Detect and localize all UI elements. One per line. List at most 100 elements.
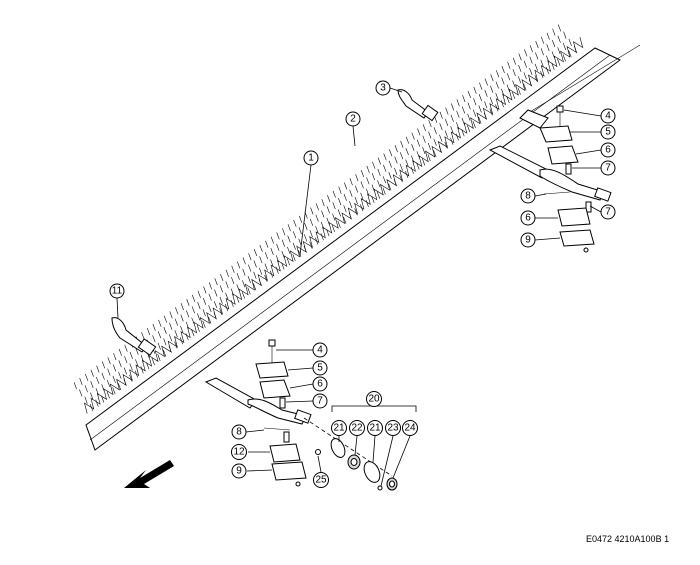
conveyor-tooth [298, 249, 302, 258]
conveyor-tooth [461, 117, 465, 125]
conveyor-tooth [259, 256, 263, 264]
callout-21b: 21 [367, 420, 383, 436]
bolt-8b [263, 427, 291, 431]
callout-label: 24 [404, 423, 416, 434]
conveyor-tooth [276, 243, 280, 251]
conveyor-tooth [416, 139, 421, 147]
conveyor-tooth [309, 230, 313, 238]
conveyor-tooth [84, 385, 88, 393]
conveyor-tooth [495, 81, 499, 89]
callout-label: 2 [350, 114, 356, 125]
conveyor-tooth [101, 361, 106, 369]
conveyor-tooth [355, 174, 359, 182]
conveyor-tooth [96, 376, 100, 384]
conveyor-tooth [366, 177, 370, 185]
conveyor-tooth [259, 244, 263, 252]
conveyor-tooth [214, 278, 218, 286]
conveyor-tooth [247, 275, 251, 284]
conveyor-tooth [315, 226, 319, 234]
conveyor-tooth [344, 182, 348, 190]
conveyor-tooth [191, 306, 195, 314]
conveyor-tooth [445, 118, 449, 127]
callout-label: 23 [387, 423, 399, 434]
conveyor-tooth [186, 298, 190, 307]
conveyor-tooth [349, 201, 353, 209]
conveyor-tooth [140, 354, 144, 363]
conveyor-tooth [371, 195, 375, 203]
conveyor-tooth [90, 392, 94, 400]
conveyor-tooth [552, 28, 556, 36]
callout-label: 25 [315, 475, 327, 486]
conveyor-tooth [95, 388, 99, 396]
bearing-stack-lower-left [255, 339, 307, 487]
conveyor-tooth [439, 134, 443, 142]
block-6 [547, 145, 579, 165]
conveyor-tooth [517, 87, 521, 95]
callout-label: 4 [317, 345, 323, 356]
conveyor-tooth [512, 80, 516, 88]
conveyor-tooth [169, 322, 173, 330]
conveyor-tooth [242, 268, 246, 276]
callout-label: 1 [308, 153, 314, 164]
plate-5 [539, 125, 573, 143]
conveyor-tooth [265, 240, 269, 248]
conveyor-tooth [371, 173, 375, 181]
conveyor-tooth [366, 188, 370, 196]
conveyor-tooth [248, 264, 252, 272]
conveyor-tooth [303, 245, 307, 253]
nut-23 [377, 485, 383, 491]
conveyor-tooth [428, 131, 432, 139]
conveyor-tooth [304, 234, 308, 242]
conveyor-tooth [456, 99, 460, 107]
conveyor-tooth [185, 321, 189, 329]
conveyor-tooth [507, 73, 511, 81]
conveyor-tooth [152, 323, 156, 331]
conveyor-tooth [225, 269, 229, 277]
conveyor-tooth [298, 238, 302, 246]
conveyor-tooth [327, 194, 331, 203]
conveyor-tooth [79, 377, 83, 386]
conveyor-tooth [467, 90, 471, 99]
conveyor-tooth [422, 146, 426, 155]
conveyor-tooth [563, 31, 567, 39]
conveyor-tooth [309, 218, 314, 226]
callout-label: 11 [112, 286, 123, 297]
conveyor-tooth [264, 263, 268, 271]
conveyor-tooth [535, 52, 539, 60]
conveyor-tooth [264, 252, 268, 260]
callout-22: 22 [349, 420, 365, 436]
conveyor-tooth [540, 59, 544, 67]
conveyor-tooth [315, 214, 319, 222]
conveyor-tooth [456, 122, 460, 130]
conveyor-tooth [512, 91, 516, 99]
conveyor-tooth [326, 217, 330, 225]
conveyor-tooth [383, 153, 387, 161]
conveyor-tooth [96, 365, 100, 373]
conveyor-tooth [388, 171, 392, 180]
callout-6c: 6 [312, 376, 328, 392]
conveyor-tooth [546, 44, 550, 52]
conveyor-tooth [315, 203, 319, 211]
conveyor-tooth [484, 78, 488, 86]
conveyor-tooth [501, 77, 505, 85]
conveyor-tooth [270, 247, 274, 256]
conveyor-tooth [563, 42, 567, 51]
callout-21a: 21 [331, 420, 347, 436]
conveyor-tooth [478, 93, 482, 102]
conveyor-tooth [411, 143, 415, 152]
callout-6: 6 [600, 142, 616, 158]
conveyor-tooth [118, 371, 122, 379]
conveyor-tooth [422, 158, 426, 166]
conveyor-tooth [473, 98, 477, 106]
conveyor-tooth [101, 384, 105, 392]
conveyor-tooth [500, 100, 504, 108]
conveyor-tooth [113, 353, 117, 361]
conveyor-tooth [506, 95, 510, 104]
conveyor-tooth [332, 213, 336, 221]
conveyor-tooth [321, 210, 325, 218]
conveyor-tooth [348, 212, 352, 220]
callout-23: 23 [385, 420, 401, 436]
callout-label: 3 [380, 83, 386, 94]
conveyor-tooth [203, 286, 207, 294]
